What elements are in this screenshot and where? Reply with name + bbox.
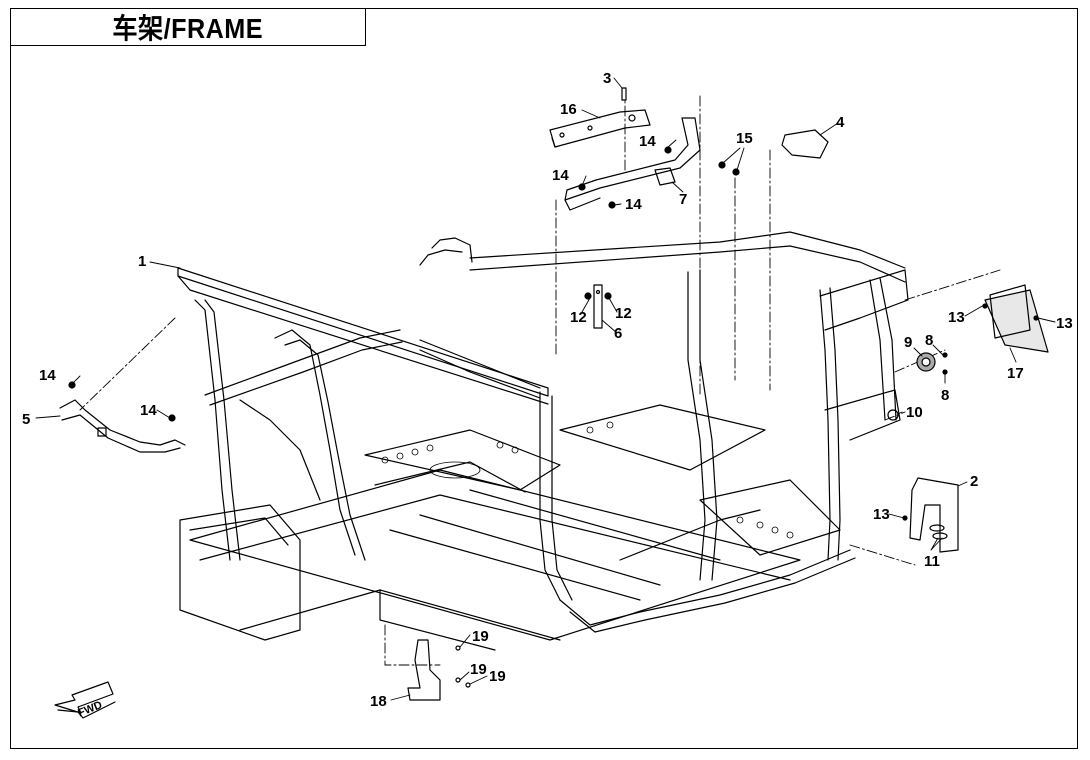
- callout-18: 18: [370, 693, 387, 710]
- callout-8: 8: [941, 387, 949, 404]
- title-box: 车架/FRAME: [10, 8, 366, 46]
- callout-13: 13: [873, 506, 890, 523]
- callout-13: 13: [1056, 315, 1073, 332]
- leader-lines: [35, 77, 1056, 701]
- part-10-grommet: [887, 409, 899, 421]
- callout-17: 17: [1007, 365, 1024, 382]
- callout-14: 14: [625, 196, 642, 213]
- part-2-guard-bracket: [909, 477, 959, 553]
- callout-4: 4: [836, 114, 845, 131]
- main-frame-drawing: [79, 95, 1001, 666]
- callout-14: 14: [552, 167, 569, 184]
- part-3-bolt: [621, 87, 627, 101]
- part-6-strap: [593, 284, 603, 329]
- part-17-plate: [984, 284, 1049, 353]
- callout-5: 5: [22, 411, 30, 428]
- callout-11: 11: [924, 553, 940, 570]
- callout-9: 9: [904, 334, 912, 351]
- diagram-border: [10, 8, 1078, 749]
- part-9-bushing: [916, 352, 936, 372]
- part-16-bracket-rail: [549, 109, 651, 148]
- callout-2: 2: [970, 473, 978, 490]
- fasteners: [68, 146, 1039, 521]
- callout-19: 19: [470, 661, 487, 678]
- page-title: 车架/FRAME: [112, 13, 264, 44]
- callout-19: 19: [489, 668, 506, 685]
- callout-13: 13: [948, 309, 965, 326]
- callout-15: 15: [736, 130, 753, 147]
- callout-12: 12: [615, 305, 632, 322]
- part-4-bracket: [781, 129, 829, 159]
- callout-1: 1: [138, 253, 146, 270]
- part-7-bracket: [564, 117, 701, 211]
- part-18-bracket: [407, 639, 471, 701]
- callout-19: 19: [472, 628, 489, 645]
- callout-14: 14: [639, 133, 656, 150]
- callout-16: 16: [560, 101, 577, 118]
- part-5-harness-bracket: [59, 399, 186, 453]
- callout-12: 12: [570, 309, 587, 326]
- callout-3: 3: [603, 70, 611, 87]
- callout-14: 14: [140, 402, 157, 419]
- fwd-arrow-icon: [54, 681, 116, 719]
- callout-8: 8: [925, 332, 933, 349]
- callout-6: 6: [614, 325, 622, 342]
- callout-10: 10: [906, 404, 923, 421]
- callout-7: 7: [679, 191, 687, 208]
- callout-14: 14: [39, 367, 56, 384]
